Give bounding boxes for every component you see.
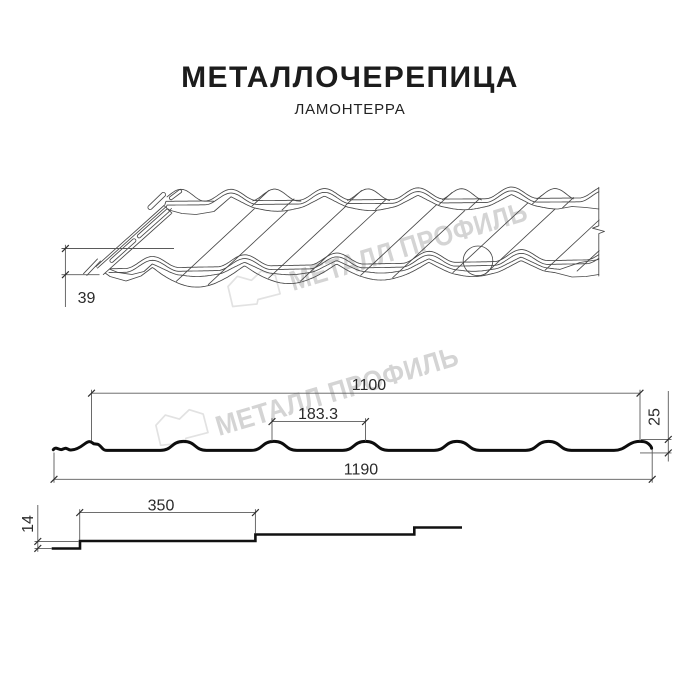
svg-text:39: 39 xyxy=(78,290,96,307)
svg-text:183.3: 183.3 xyxy=(298,406,338,423)
svg-text:350: 350 xyxy=(148,497,175,514)
svg-text:1100: 1100 xyxy=(352,377,387,394)
svg-text:14: 14 xyxy=(20,515,37,533)
svg-text:1190: 1190 xyxy=(344,462,379,479)
svg-text:25: 25 xyxy=(647,408,664,426)
